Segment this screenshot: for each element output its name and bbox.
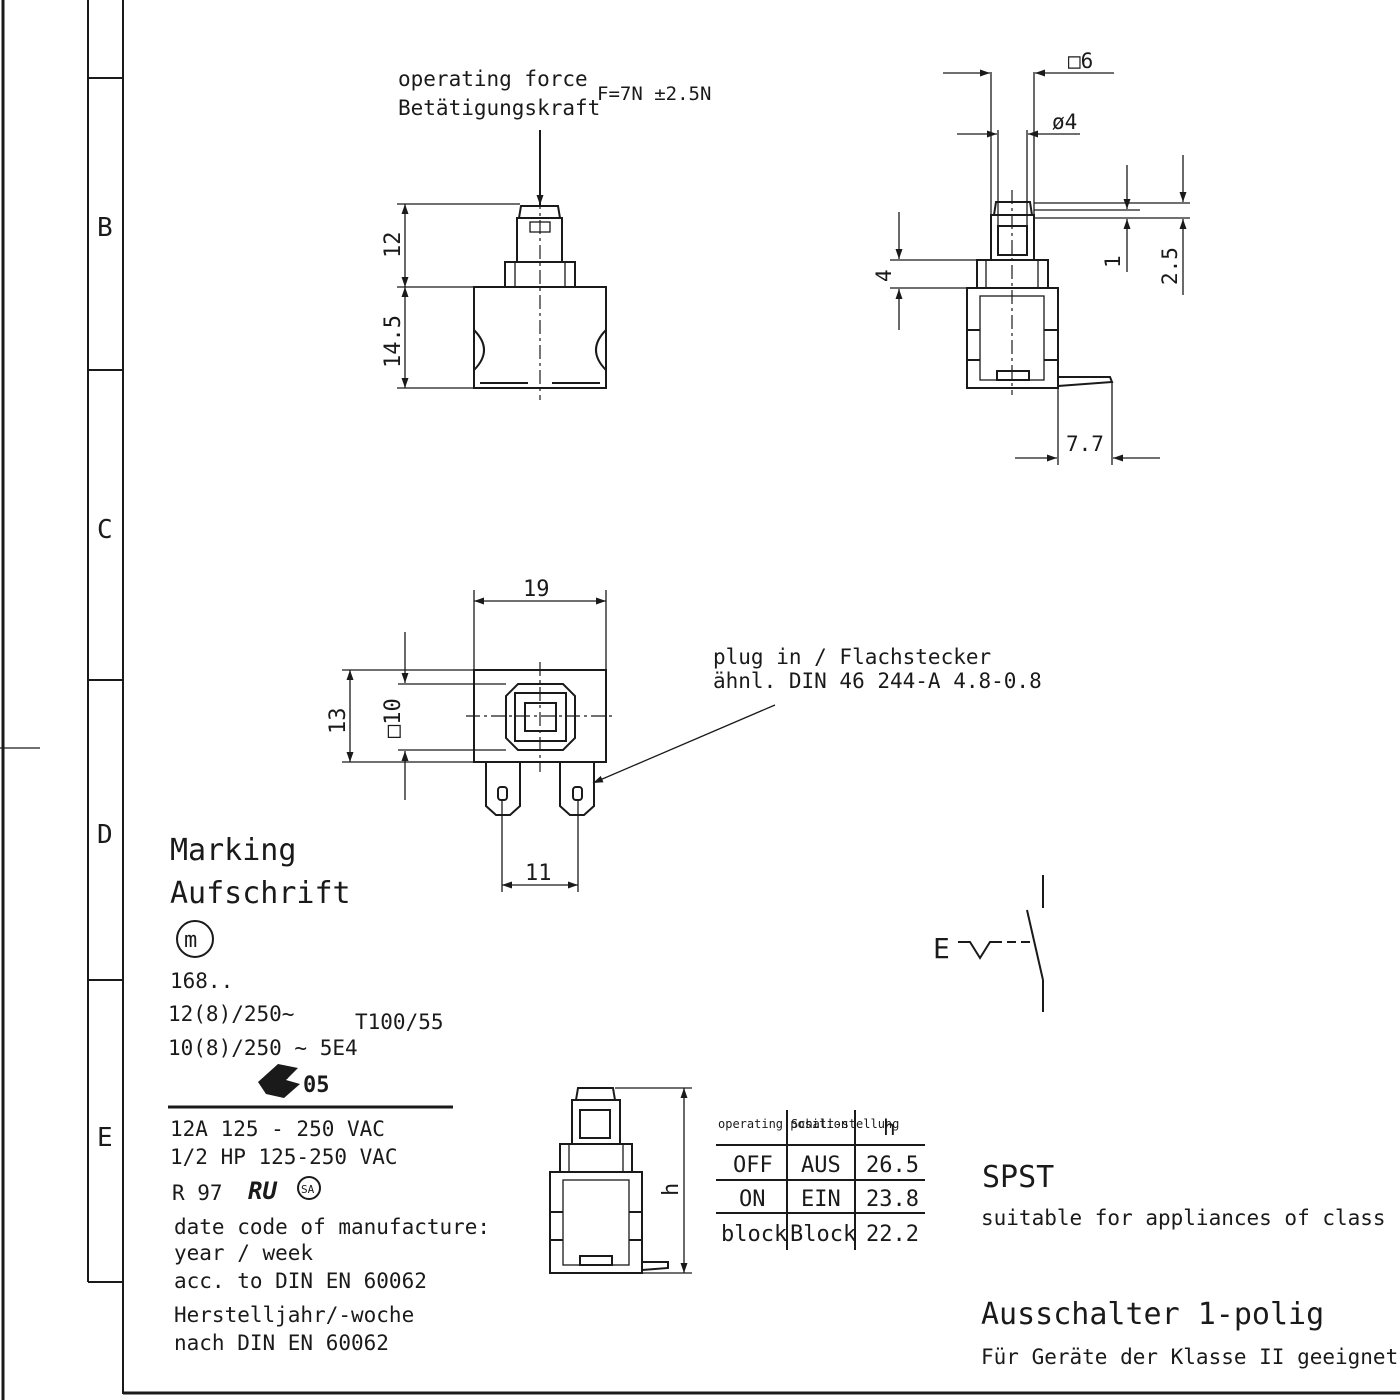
suitability-de: Für Geräte der Klasse II geeignet [981,1345,1398,1369]
profile-view [549,1087,692,1274]
plug-label-en: plug in / Flachstecker [713,645,991,669]
table-header-h: h [883,1116,896,1140]
dim-2-5: 2.5 [1158,247,1182,285]
dim-11: 11 [525,861,552,886]
dim-7-7: 7.7 [1066,432,1104,456]
table-cell-r0-c2: 26.5 [866,1153,919,1178]
table-cell-r2-c0: block [721,1222,787,1247]
switch-symbol [958,875,1044,1012]
date-note-line-5: nach DIN EN 60062 [174,1331,389,1355]
dim-19: 19 [523,577,550,602]
date-note-line-2: year / week [174,1241,313,1265]
dim-14-5: 14.5 [381,315,406,368]
suitability-en: suitable for appliances of class II [981,1206,1400,1230]
dim-1: 1 [1101,255,1125,268]
symbol-letter: E [933,932,950,965]
table-header-stellung: Schalt-stellung [791,1117,899,1131]
approval-mark-icon [258,1064,300,1098]
csa-logo-icon [297,1176,321,1200]
zone-label-d: D [97,820,113,850]
plug-label-de: ähnl. DIN 46 244-A 4.8-0.8 [713,669,1042,693]
zone-label-c: C [97,515,113,545]
position-table [716,1110,925,1250]
zone-label-b: B [97,213,113,243]
table-cell-r0-c0: OFF [733,1153,773,1178]
ul-rating-2: 1/2 HP 125-250 VAC [170,1145,398,1169]
switch-name-de: Ausschalter 1-polig [981,1297,1324,1332]
ul-rating-1: 12A 125 - 250 VAC [170,1117,385,1141]
dim-12: 12 [381,232,406,259]
dim-13: 13 [326,708,351,735]
side-view [890,69,1190,465]
ul-logo-icon: RU [248,1177,277,1205]
switch-type: SPST [982,1160,1054,1195]
front-view [397,130,607,400]
csa-logo-text: SA [301,1183,315,1196]
zone-label-e: E [97,1123,113,1153]
table-cell-r0-c1: AUS [801,1153,841,1178]
manufacturer-logo [176,920,214,958]
date-note-line-3: acc. to DIN EN 60062 [174,1269,427,1293]
manufacturer-logo-letter: m [184,928,197,953]
table-header-position-text: operating position [718,1117,848,1131]
rating-1: 12(8)/250~ [168,1002,294,1026]
force-label-en: operating force [398,67,588,91]
series-number: 168.. [170,969,233,993]
table-cell-r2-c1: Block [790,1222,856,1247]
dim-square-10: □10 [381,698,406,738]
dim-square-6: □6 [1068,49,1093,73]
table-header-position: operating position [718,1117,848,1131]
dim-h-label: h [659,1183,684,1196]
date-note-line-1: date code of manufacture: [174,1215,490,1239]
top-view [342,590,776,892]
force-value: F=7N ±2.5N [597,83,711,105]
marking-title-en: Marking [170,833,296,868]
date-note-line-4: Herstelljahr/-woche [174,1303,414,1327]
table-cell-r1-c0: ON [739,1187,766,1212]
table-cell-r1-c2: 23.8 [866,1187,919,1212]
force-label-de: Betätigungskraft [398,96,600,120]
approval-mark-number: 05 [303,1073,330,1098]
table-cell-r2-c2: 22.2 [866,1222,919,1247]
marking-title-de: Aufschrift [170,876,351,911]
table-header-stellung-text: Schalt-stellung [791,1117,899,1131]
r-code: R 97 [172,1181,223,1205]
rating-2: 10(8)/250 ~ 5E4 [168,1036,358,1060]
dim-diameter-4: ø4 [1052,110,1077,134]
rating-temperature: T100/55 [355,1010,444,1034]
table-cell-r1-c1: EIN [801,1187,841,1212]
dim-4: 4 [872,269,896,282]
